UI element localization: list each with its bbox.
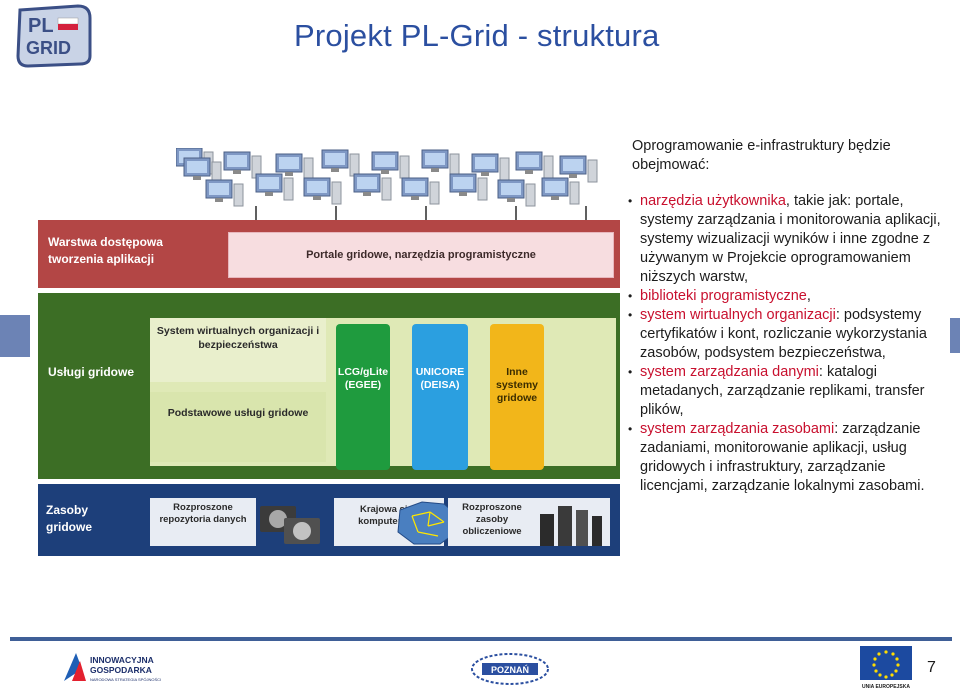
logo-text-grid: GRID — [26, 38, 71, 58]
ig-line3: NARODOWA STRATEGIA SPÓJNOŚCI — [90, 677, 161, 682]
services-layer-label: Usługi gridowe — [48, 365, 135, 379]
list-item-highlight: system zarządzania zasobami — [640, 421, 835, 437]
innowacyjna-gospodarka-logo: INNOWACYJNA GOSPODARKA NARODOWA STRATEGI… — [64, 653, 161, 682]
pillar-other-systems: Inne systemy gridowe — [490, 324, 544, 470]
list-item-highlight: system zarządzania danymi — [640, 364, 819, 380]
list-item-text: : podsystemy certyfikatów i kont, rozlic… — [640, 307, 927, 361]
compute-resources-label: Rozproszone zasoby obliczeniowe — [462, 502, 522, 537]
list-item-text: : katalogi metadanych, zarządzanie repli… — [640, 364, 925, 418]
list-item-highlight: narzędzia użytkownika — [640, 193, 786, 209]
basic-services-box: Podstawowe usługi gridowe — [150, 392, 326, 462]
server-towers-icon — [540, 506, 602, 546]
poznan-logo: POZNAŃ — [471, 653, 549, 685]
poznan-label: POZNAŃ — [491, 665, 529, 675]
portals-box: Portale gridowe, narzędzia programistycz… — [228, 232, 614, 278]
feature-list: narzędzia użytkownika, takie jak: portal… — [628, 192, 952, 496]
side-accent-right — [950, 318, 960, 353]
access-layer-label: Warstwa dostępowa tworzenia aplikacji — [48, 235, 163, 266]
description-text: Oprogramowanie e-infrastruktury będzie o… — [628, 137, 952, 496]
page-title: Projekt PL-Grid - struktura — [294, 18, 660, 53]
footer-divider — [10, 637, 952, 641]
poland-network-map-icon — [397, 501, 457, 545]
page-number: 7 — [927, 659, 936, 676]
vo-security-box: System wirtualnych organizacji i bezpiec… — [150, 318, 326, 382]
pillar-lcg-glite: LCG/gLite (EGEE) — [336, 324, 390, 470]
logo-text-pl: PL — [28, 15, 54, 37]
ig-line1: INNOWACYJNA — [90, 655, 154, 665]
architecture-diagram: Warstwa dostępowa tworzenia aplikacji Po… — [36, 148, 620, 558]
side-accent-left — [0, 315, 30, 357]
portals-label: Portale gridowe, narzędzia programistycz… — [306, 249, 536, 261]
user-computers-illustration — [176, 148, 598, 222]
list-item-text: , — [806, 288, 811, 304]
pl-grid-logo: PL GRID — [16, 4, 92, 68]
list-item-text: , takie jak: portale, systemy zarządzani… — [640, 193, 941, 285]
list-item-highlight: biblioteki programistyczne — [640, 288, 807, 304]
list-item: biblioteki programistyczne, — [628, 287, 952, 306]
list-item: system zarządzania danymi: katalogi meta… — [628, 363, 952, 420]
list-item-text: : zarządzanie zadaniami, monitorowanie a… — [640, 421, 925, 494]
eu-label: UNIA EUROPEJSKA — [862, 684, 910, 690]
list-item: system wirtualnych organizacji: podsyste… — [628, 306, 952, 363]
storage-repositories-box: Rozproszone repozytoria danych — [150, 498, 256, 546]
list-item: system zarządzania zasobami: zarządzanie… — [628, 420, 952, 496]
list-item-highlight: system wirtualnych organizacji — [640, 307, 836, 323]
pillar-unicore: UNICORE (DEISA) — [412, 324, 468, 470]
list-item: narzędzia użytkownika, takie jak: portal… — [628, 192, 952, 287]
hard-disks-icon — [260, 506, 320, 544]
resources-layer-label: Zasoby gridowe — [46, 503, 93, 534]
ig-line2: GOSPODARKA — [90, 665, 152, 675]
intro-text: Oprogramowanie e-infrastruktury będzie o… — [632, 138, 891, 173]
eu-flag-logo: UNIA EUROPEJSKA — [860, 646, 912, 690]
